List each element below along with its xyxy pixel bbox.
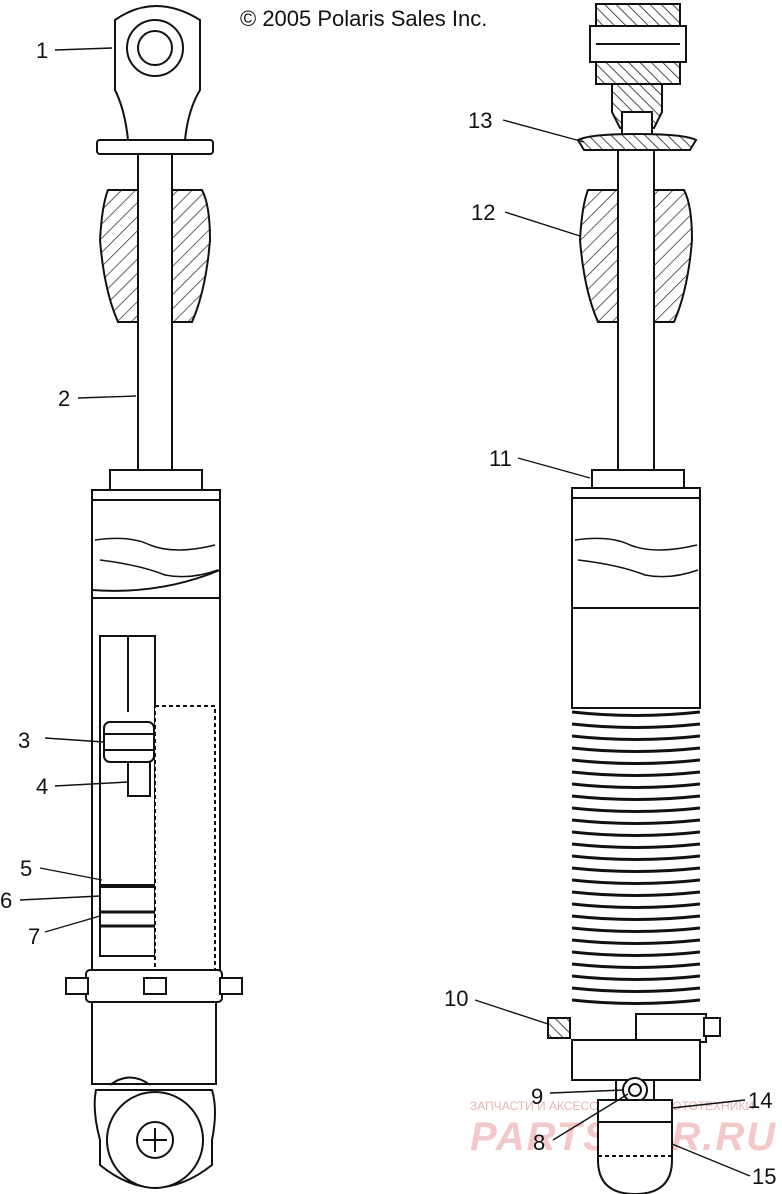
spring-coil <box>571 938 701 945</box>
spring-coil <box>571 878 701 885</box>
callout-12: 12 <box>471 200 495 225</box>
leader-lines <box>19 47 751 1177</box>
callout-7: 7 <box>28 924 40 949</box>
spring-coil <box>571 782 701 789</box>
piston-shaft <box>137 153 173 471</box>
spring-coil <box>571 866 701 873</box>
callout-5: 5 <box>20 856 32 881</box>
right-shock-assembly <box>547 3 721 1194</box>
top-eye-mount <box>96 5 214 155</box>
spring-coil <box>571 950 701 957</box>
spring-coil <box>571 902 701 909</box>
callout-3: 3 <box>18 728 30 753</box>
spring-coil <box>571 926 701 933</box>
spring-coil <box>571 818 701 825</box>
callout-10: 10 <box>444 986 468 1011</box>
callout-9: 9 <box>531 1084 543 1109</box>
spring-coil <box>571 830 701 837</box>
piston-shaft-right <box>617 149 655 471</box>
washer <box>576 132 698 151</box>
shaft-nut <box>109 469 203 493</box>
decal-logo <box>94 537 219 578</box>
copyright-text: © 2005 Polaris Sales Inc. <box>240 6 488 31</box>
spring-coil <box>571 986 701 993</box>
spring-coil <box>571 998 701 1005</box>
spring-coil <box>571 794 701 801</box>
spring-coil <box>571 842 701 849</box>
spring-coil <box>571 746 701 753</box>
spring-adjuster <box>547 1017 571 1039</box>
callout-13: 13 <box>468 108 492 133</box>
spring-coil <box>571 770 701 777</box>
shock-body <box>65 489 243 1085</box>
spring-coil <box>571 758 701 765</box>
left-shock-assembly <box>65 5 243 1189</box>
callout-2: 2 <box>58 386 70 411</box>
coil-spring <box>571 710 701 1005</box>
bottom-eye-mount-right <box>597 1077 673 1194</box>
callout-4: 4 <box>36 774 48 799</box>
callout-numbers: 1 2 3 4 5 6 7 8 9 10 11 12 13 14 15 <box>0 38 776 1189</box>
callout-6: 6 <box>0 888 12 913</box>
spring-coil <box>571 890 701 897</box>
spring-coil <box>571 710 701 717</box>
spring-coil <box>571 962 701 969</box>
spring-coil <box>571 722 701 729</box>
bump-stop <box>98 189 212 323</box>
callout-14: 14 <box>748 1088 772 1113</box>
spring-coil <box>571 914 701 921</box>
spring-coil <box>571 734 701 741</box>
callout-11: 11 <box>489 446 512 471</box>
bottom-eye-mount <box>93 1076 216 1189</box>
bump-stop-right <box>578 189 694 323</box>
spring-coil <box>571 974 701 981</box>
spring-coil <box>571 806 701 813</box>
callout-1: 1 <box>36 38 48 63</box>
top-bushing-mount <box>589 3 687 145</box>
callout-8: 8 <box>533 1130 545 1155</box>
callout-15: 15 <box>752 1164 776 1189</box>
spring-coil <box>571 854 701 861</box>
